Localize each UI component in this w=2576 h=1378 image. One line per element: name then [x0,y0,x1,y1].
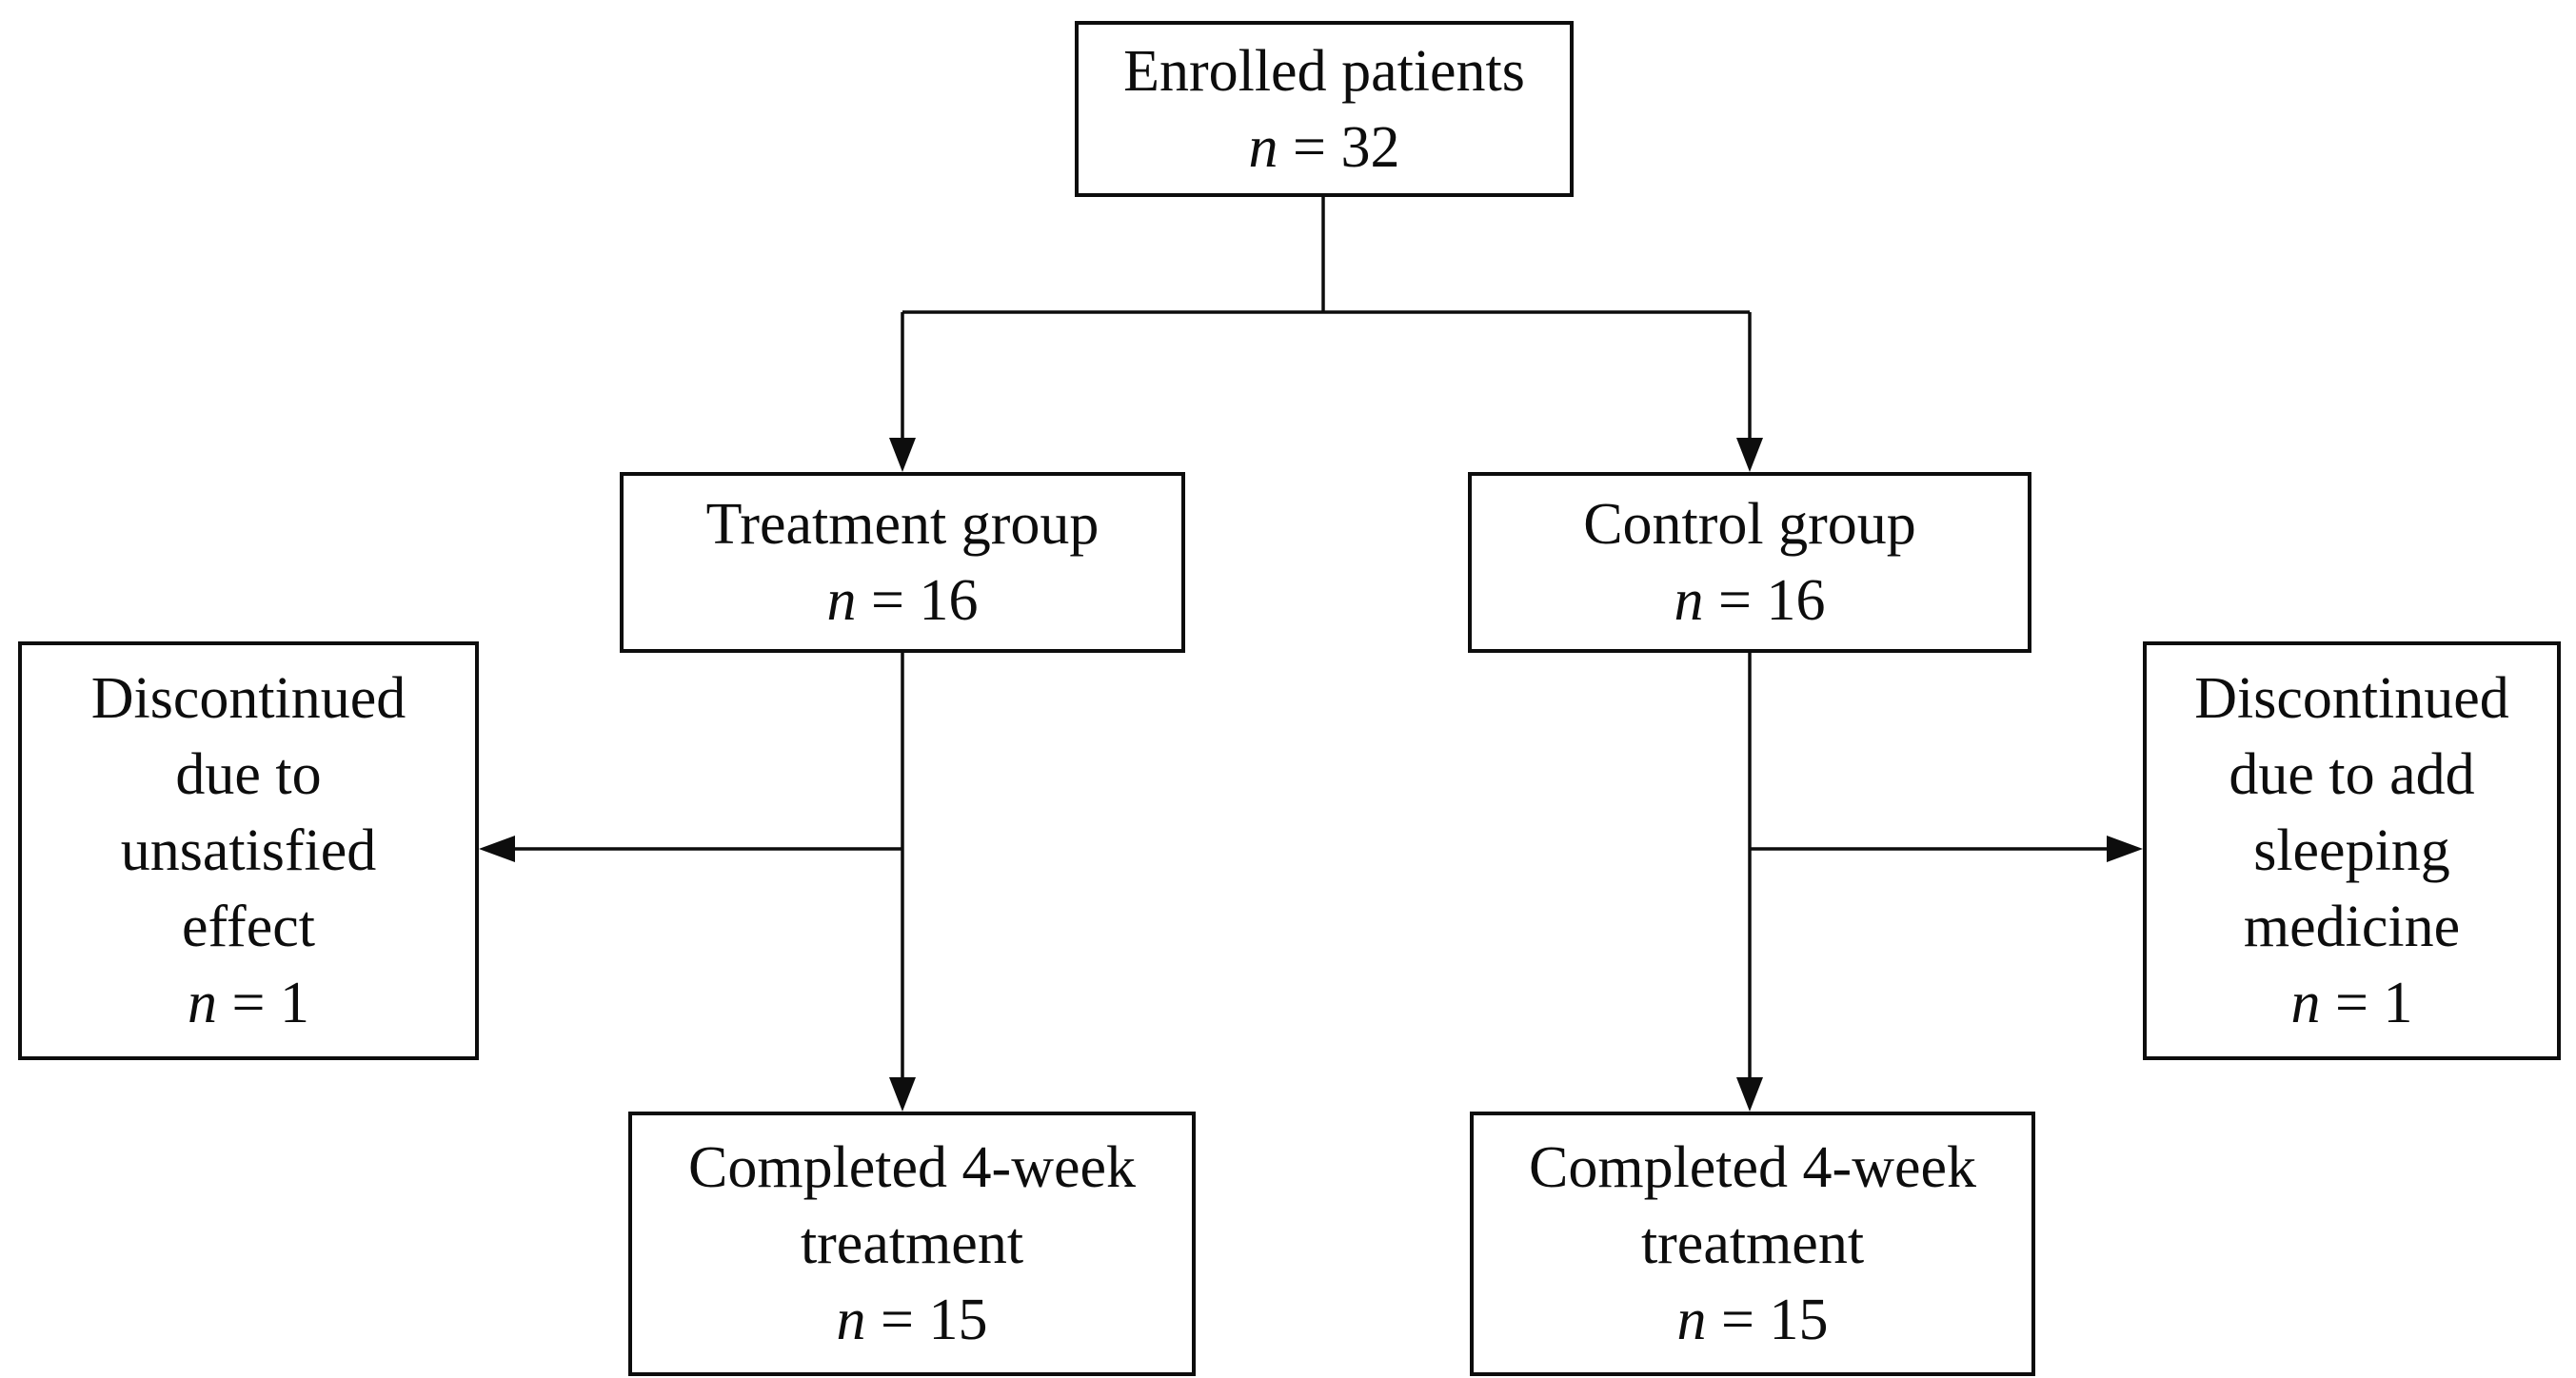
completed-treatment-right-box: Completed 4-week treatment n = 15 [1470,1112,2035,1376]
box-label: Discontinued due to unsatisfied effect [90,666,406,959]
n-value: = 16 [856,568,979,633]
control-group-box: Control group n = 16 [1468,472,2031,653]
n-value: = 16 [1703,568,1826,633]
sample-size-line: n = 15 [1677,1282,1829,1358]
enrolled-patients-box: Enrolled patients n = 32 [1075,21,1574,197]
n-variable: n [188,971,218,1035]
sample-size-line: n = 1 [188,965,309,1041]
n-variable: n [1248,114,1278,180]
arrowhead-discontinued-right [2107,836,2143,862]
n-variable: n [1674,568,1704,633]
sample-size-line: n = 16 [827,562,979,639]
sample-size-line: n = 32 [1249,109,1400,186]
discontinued-unsatisfied-effect-box: Discontinued due to unsatisfied effect n… [18,641,479,1060]
arrowhead-control [1736,438,1763,472]
n-variable: n [1676,1288,1707,1352]
arrowhead-completed-left [889,1077,916,1112]
n-variable: n [2290,971,2321,1035]
sample-size-line: n = 16 [1674,562,1826,639]
arrowhead-treatment [889,438,916,472]
n-variable: n [826,568,857,633]
sample-size-line: n = 1 [2291,965,2413,1041]
n-value: = 1 [2320,971,2413,1035]
box-label: Control group [1583,492,1916,557]
box-label: Completed 4-week treatment [1528,1135,1977,1276]
box-label: Enrolled patients [1123,38,1525,104]
arrowhead-completed-right [1736,1077,1763,1112]
completed-treatment-left-box: Completed 4-week treatment n = 15 [628,1112,1196,1376]
treatment-group-box: Treatment group n = 16 [620,472,1185,653]
box-label: Discontinued due to add sleeping medicin… [2194,666,2509,959]
box-label: Treatment group [705,492,1100,557]
n-value: = 32 [1278,114,1400,180]
discontinued-sleeping-medicine-box: Discontinued due to add sleeping medicin… [2143,641,2561,1060]
n-value: = 15 [865,1288,988,1352]
n-variable: n [836,1288,866,1352]
sample-size-line: n = 15 [837,1282,988,1358]
box-label: Completed 4-week treatment [687,1135,1137,1276]
n-value: = 1 [217,971,309,1035]
n-value: = 15 [1706,1288,1829,1352]
arrowhead-discontinued-left [479,836,515,862]
